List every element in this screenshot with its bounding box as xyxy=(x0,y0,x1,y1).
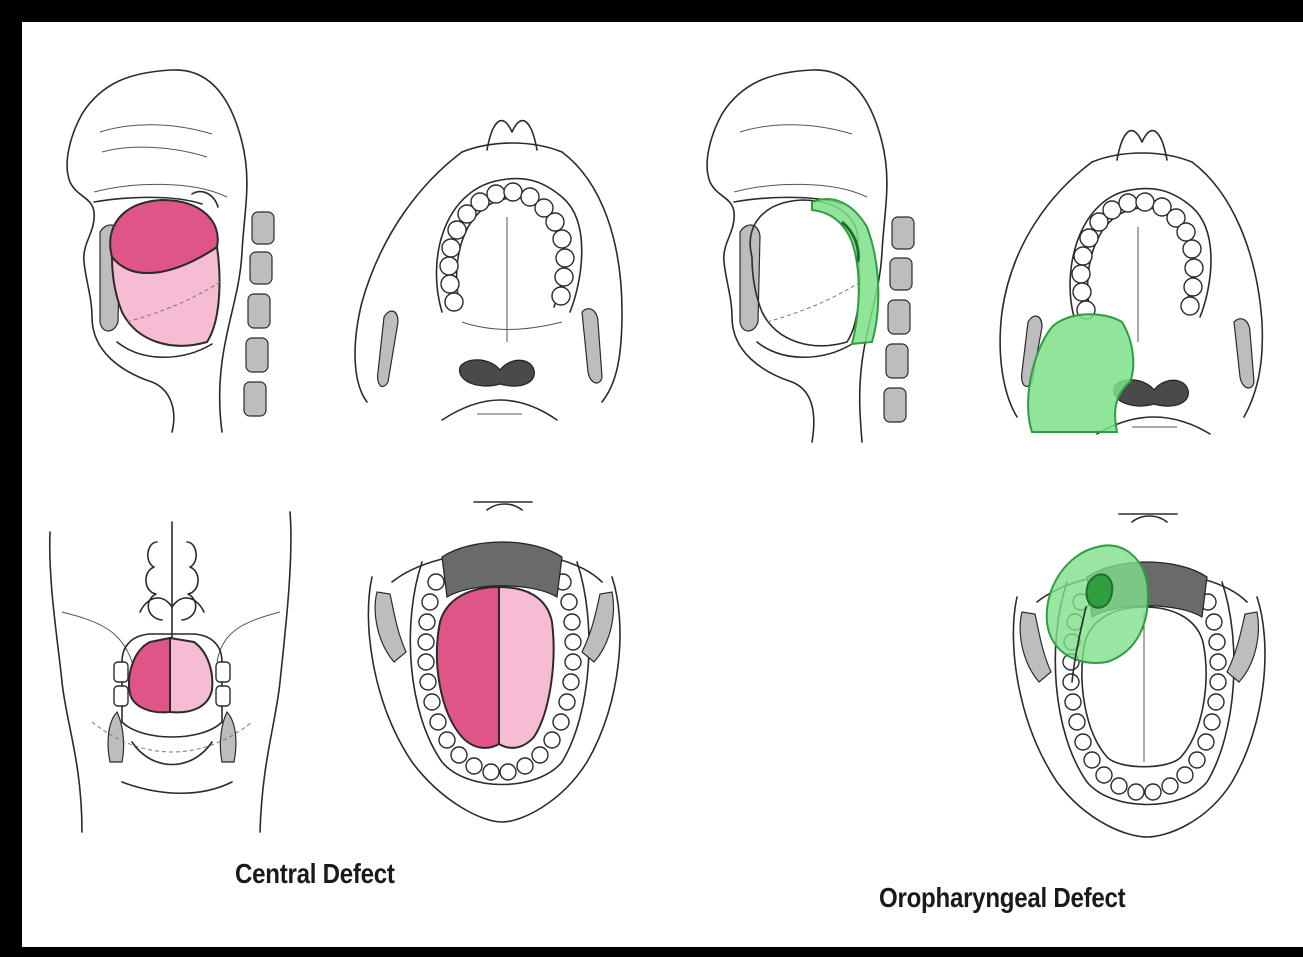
central-coronal-view xyxy=(50,512,291,832)
central-coronal-left-tongue xyxy=(129,638,170,712)
central-defect-label: Central Defect xyxy=(235,858,395,890)
oropharyngeal-axial-lower-view xyxy=(1013,514,1265,837)
central-axial-upper-view xyxy=(355,121,622,420)
oropharyngeal-defect-label: Oropharyngeal Defect xyxy=(879,882,1125,914)
oropharyngeal-sagittal-defect xyxy=(812,199,878,344)
central-axial-lower-view xyxy=(368,502,620,822)
central-coronal-right-tongue xyxy=(170,638,212,712)
oropharyngeal-axial-upper-view xyxy=(1000,131,1262,434)
central-lower-right-tongue xyxy=(499,587,554,748)
central-sagittal-view xyxy=(67,70,274,432)
anatomy-figure xyxy=(22,22,1303,947)
oropharyngeal-axial-upper-defect xyxy=(1028,314,1133,432)
oropharyngeal-sagittal-view xyxy=(707,70,914,442)
figure-frame: Central Defect Oropharyngeal Defect xyxy=(22,22,1303,947)
